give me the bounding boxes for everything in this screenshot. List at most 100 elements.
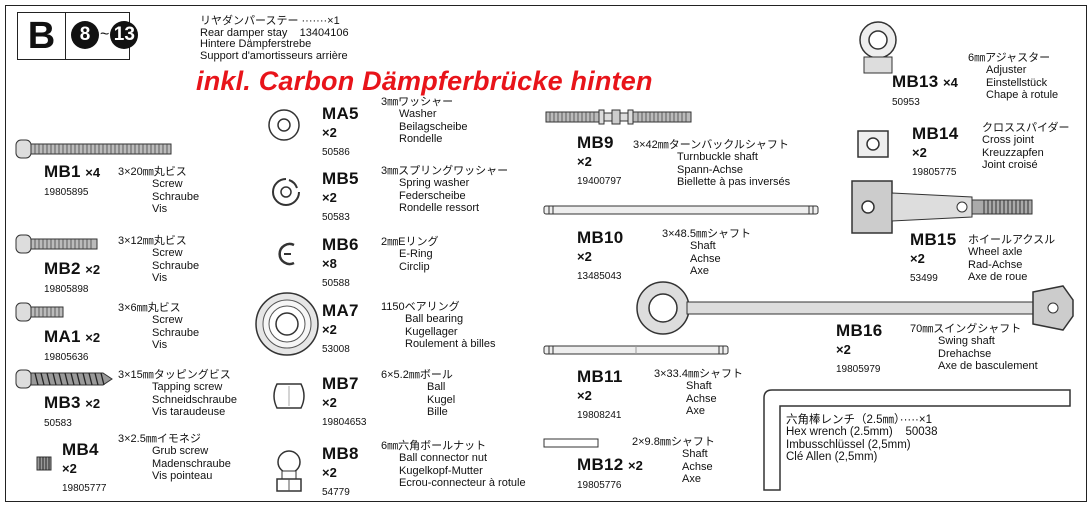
mb10-line-fr: Axe [690,265,709,278]
mb4-grub-screw-drawing [36,456,52,471]
mb10-jp: 3×48.5㎜シャフト [662,228,751,240]
mb1-screw-drawing [15,139,172,159]
mb11-code: MB11 [577,367,623,386]
mb6-label: MB6 ×8 50588 [322,235,359,291]
mb9-jp: 3×42㎜ターンバックルシャフト [633,139,789,151]
hex-wrench-desc: 六角棒レンチ（2.5㎜）·····×1 Hex wrench (2.5mm) 5… [786,414,937,464]
ma1-desc: 3×6㎜丸ビス Screw Schraube Vis [118,302,199,352]
mb6-code: MB6 [322,235,359,254]
mb12-desc: 2×9.8㎜シャフト Shaft Achse Axe [632,436,715,486]
mb13-desc: 6㎜アジャスター Adjuster Einstellstück Chape à … [968,52,1058,102]
mb16-swing-shaft-drawing [636,281,1074,335]
mb5-line-fr: Rondelle ressort [399,202,480,215]
ma7-jp: 1150ベアリング [381,301,460,313]
mb4-qty: ×2 [62,461,77,476]
mb11-qty: ×2 [577,388,592,403]
mb3-code: MB3 [44,393,81,412]
page-frame [5,5,1087,502]
mb4-line-en: Grub screw [152,445,209,458]
mb6-desc: 2㎜Eリング E-Ring Circlip [381,236,438,273]
mb11-jp: 3×33.4㎜シャフト [654,368,743,380]
ma5-line-en: Washer [399,108,437,121]
ma1-qty: ×2 [85,330,101,345]
mb16-line-fr: Axe de basculement [938,360,1038,373]
mb9-desc: 3×42㎜ターンバックルシャフト Turnbuckle shaft Spann-… [633,139,790,189]
mb5-jp: 3㎜スプリングワッシャー [381,165,509,177]
ma5-code: MA5 [322,104,359,123]
mb15-label: MB15 ×2 53499 [910,230,957,286]
ma5-jp: 3㎜ワッシャー [381,96,454,108]
mb2-screw-drawing [15,234,98,254]
mb15-pn: 53499 [910,273,938,284]
header-de: Hintere Dämpferstrebe [200,38,312,50]
mb7-jp: 6×5.2㎜ボール [381,369,453,381]
mb14-desc: クロススパイダー Cross joint Kreuzzapfen Joint c… [982,122,1070,172]
mb15-line-de: Rad-Achse [968,258,1023,271]
mb14-pn: 19805775 [912,167,957,178]
mb10-shaft-drawing [543,205,819,215]
mb1-line-de: Schraube [152,190,200,203]
mb3-desc: 3×15㎜タッピングビス Tapping screw Schneidschrau… [118,369,237,419]
mb11-line-en: Shaft [686,380,712,393]
mb5-line-en: Spring washer [399,177,470,190]
mb7-qty: ×2 [322,395,337,410]
mb8-line-de: Kugelkopf-Mutter [399,464,483,477]
mb7-code: MB7 [322,374,359,393]
mb7-pn: 19804653 [322,417,367,428]
mb1-label: MB1 ×4 19805895 [44,162,100,200]
ma7-desc: 1150ベアリング Ball bearing Kugellager Roulem… [381,301,496,351]
mb9-line-de: Spann-Achse [677,163,744,176]
mb10-line-de: Achse [690,252,721,265]
mb9-qty: ×2 [577,154,592,169]
mb10-qty: ×2 [577,249,592,264]
mb14-line-de: Kreuzzapfen [982,146,1044,159]
mb7-line-de: Kugel [427,393,456,406]
mb12-code: MB12 [577,455,624,474]
mb13-label: MB13 ×4 50953 [892,72,958,110]
mb1-qty: ×4 [85,165,101,180]
hex-fr: Clé Allen (2,5mm) [786,451,878,464]
mb16-line-en: Swing shaft [938,335,995,348]
mb10-label: MB10 ×2 13485043 [577,228,624,284]
mb9-turnbuckle-drawing [545,109,692,125]
header-jp: リヤダンパーステー ·······×1 [200,15,340,27]
mb4-label: MB4 ×2 19805777 [62,440,107,496]
mb13-code: MB13 [892,72,939,91]
mb8-label: MB8 ×2 54779 [322,444,359,500]
mb1-line-en: Screw [152,178,183,191]
mb3-line-en: Tapping screw [152,381,223,394]
mb6-pn: 50588 [322,278,350,289]
mb7-desc: 6×5.2㎜ボール Ball Kugel Bille [381,369,455,419]
mb14-qty: ×2 [912,145,927,160]
mb5-spring-washer-drawing [272,178,300,206]
ma5-line-de: Beilagscheibe [399,120,468,133]
mb8-line-fr: Ecrou-connecteur à rotule [399,477,526,490]
mb11-label: MB11 ×2 19808241 [577,367,623,423]
mb12-line-fr: Axe [682,473,701,486]
mb3-line-de: Schneidschraube [152,393,238,406]
mb12-line-de: Achse [682,460,713,473]
mb9-line-en: Turnbuckle shaft [677,151,758,164]
mb1-pn: 19805895 [44,187,89,198]
ma7-code: MA7 [322,301,359,320]
mb1-desc: 3×20㎜丸ビス Screw Schraube Vis [118,166,199,216]
mb6-line-en: E-Ring [399,248,433,261]
mb5-desc: 3㎜スプリングワッシャー Spring washer Federscheibe … [381,165,508,215]
hex-wrench-drawing [763,389,1071,491]
mb3-tapping-screw-drawing [15,369,113,389]
mb8-code: MB8 [322,444,359,463]
header-en: Rear damper stay [200,26,288,39]
mb1-jp: 3×20㎜丸ビス [118,166,187,178]
mb14-jp: クロススパイダー [982,122,1070,134]
mb4-line-fr: Vis pointeau [152,470,213,483]
mb11-pn: 19808241 [577,410,622,421]
mb15-desc: ホイールアクスル Wheel axle Rad-Achse Axe de rou… [968,234,1055,284]
ma5-pn: 50586 [322,147,350,158]
mb8-ball-nut-drawing [276,450,302,492]
mb14-code: MB14 [912,124,959,143]
mb4-pn: 19805777 [62,483,107,494]
mb6-line-de: Circlip [399,260,430,273]
ma1-pn: 19805636 [44,352,89,363]
hex-de: Imbusschlüssel (2,5mm) [786,438,911,451]
mb12-jp: 2×9.8㎜シャフト [632,436,715,448]
